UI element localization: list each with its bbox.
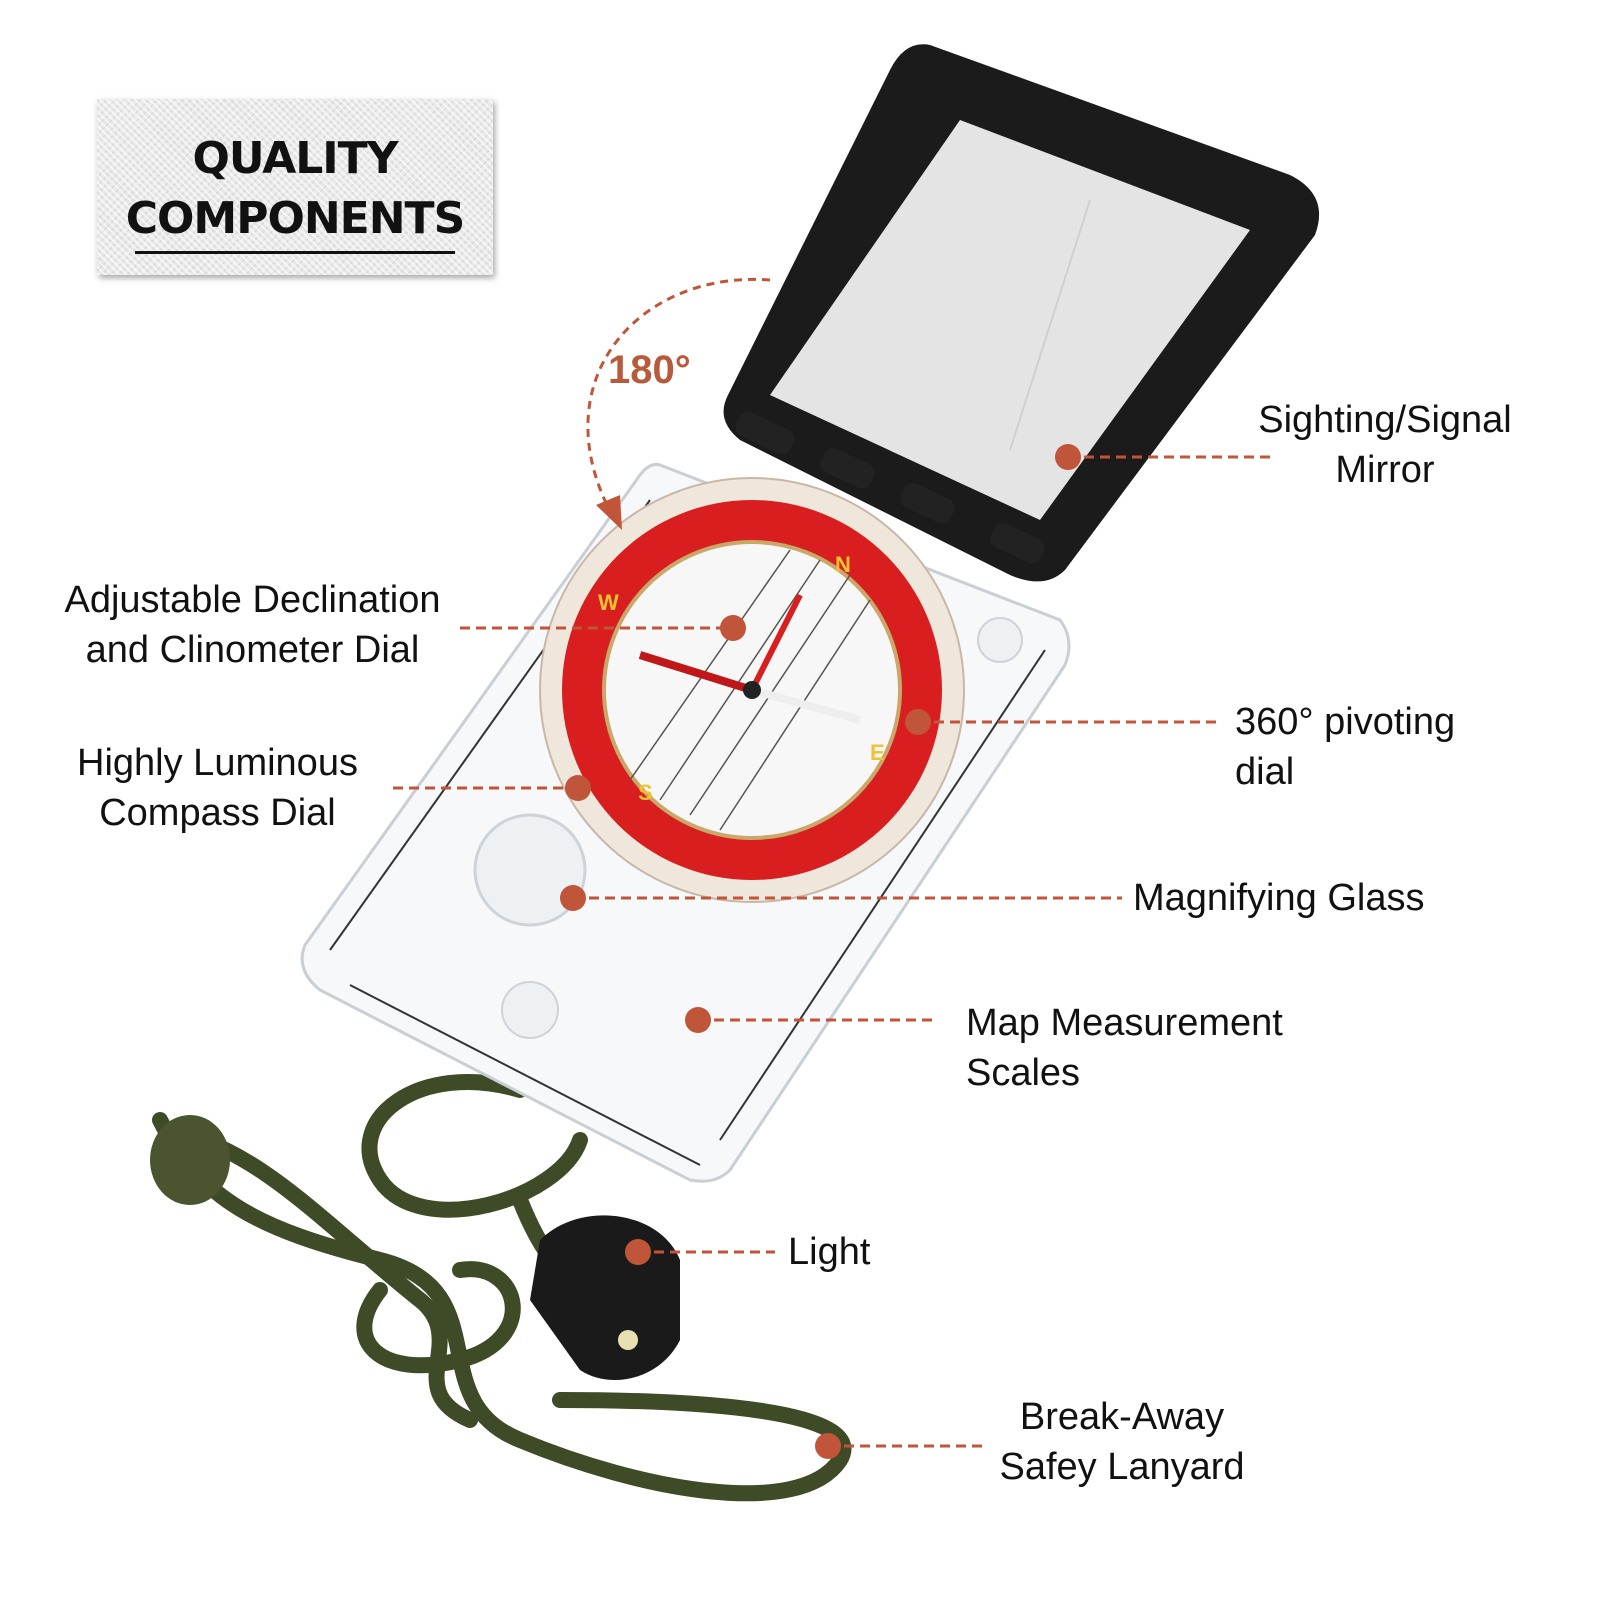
callout-lanyard: Break-Away Safey Lanyard [982, 1392, 1262, 1492]
callout-text: Highly Luminous [77, 742, 358, 784]
callout-text: Break-Away [1019, 1396, 1225, 1438]
dial-north-mark: N [835, 552, 851, 577]
callout-dots [560, 444, 1081, 1459]
magnifying-glass [473, 813, 587, 927]
callout-pivot: 360° pivoting dial [1235, 697, 1455, 797]
quality-components-badge: QUALITY COMPONENTS [97, 99, 493, 275]
hinge [735, 411, 1045, 564]
callout-magnifier: Magnifying Glass [1133, 873, 1424, 923]
lanyard-knot [150, 1115, 230, 1205]
dial-east-mark: E [870, 740, 885, 765]
callout-text: Mirror [1335, 449, 1435, 491]
callout-text: Light [788, 1231, 871, 1273]
arrowhead-icon [596, 495, 622, 530]
mirror-lid [723, 44, 1320, 582]
callout-text: dial [1235, 751, 1295, 793]
callout-declination: Adjustable Declination and Clinometer Di… [40, 575, 465, 675]
callout-mirror: Sighting/Signal Mirror [1240, 395, 1530, 495]
callout-text: Safey Lanyard [999, 1446, 1245, 1488]
callout-text: Scales [966, 1052, 1081, 1094]
callout-text: Compass Dial [99, 792, 336, 834]
light-module [530, 1215, 680, 1380]
callout-text: Map Measurement [966, 1002, 1283, 1044]
callout-text: Adjustable Declination [64, 579, 441, 621]
callout-light: Light [788, 1227, 870, 1277]
badge-line-2: COMPONENTS [125, 193, 466, 244]
callout-text: 360° pivoting [1235, 701, 1456, 743]
rotation-arc [586, 277, 771, 516]
dial-west-mark: W [598, 590, 619, 615]
callout-text: Magnifying Glass [1133, 877, 1425, 919]
callout-scales: Map Measurement Scales [966, 998, 1283, 1098]
rotation-label: 180° [608, 348, 691, 392]
compass-dial: N E S W [539, 477, 965, 903]
callout-text: Sighting/Signal [1258, 399, 1512, 441]
callout-text: and Clinometer Dial [85, 629, 420, 671]
badge-underline [135, 251, 455, 254]
badge-line-1: QUALITY [192, 133, 398, 184]
leader-lines [393, 455, 1270, 1448]
dial-south-mark: S [638, 780, 653, 805]
callout-luminous: Highly Luminous Compass Dial [55, 738, 380, 838]
